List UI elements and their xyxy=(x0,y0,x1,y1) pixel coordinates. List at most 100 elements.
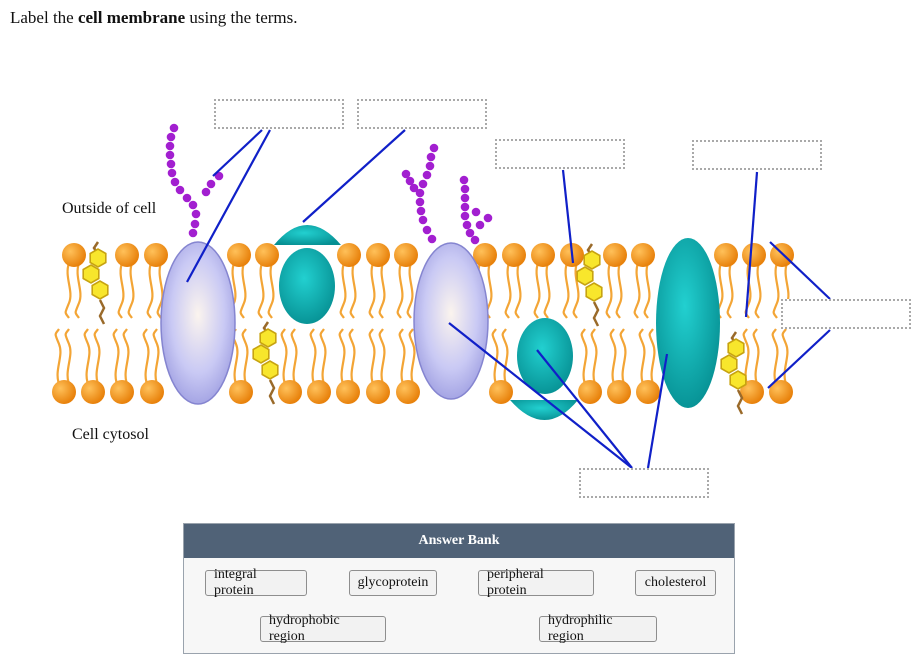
term-integral-protein[interactable]: integral protein xyxy=(205,567,307,598)
lipid-tails xyxy=(609,328,627,385)
cell-membrane-diagram xyxy=(52,123,831,469)
teal-protein-upper xyxy=(279,248,335,324)
phospholipid-head xyxy=(227,243,251,267)
lipid-tails xyxy=(742,328,760,385)
lipid-tails xyxy=(83,328,101,385)
phospholipid-head xyxy=(52,380,76,404)
phospholipid-head xyxy=(502,243,526,267)
phospholipid-head xyxy=(740,380,764,404)
phospholipid-head xyxy=(81,380,105,404)
lipid-tails xyxy=(54,328,72,385)
instruction-text: Label the cell membrane using the terms. xyxy=(10,8,298,27)
cholesterol-molecule xyxy=(720,331,747,415)
lipid-tails xyxy=(117,262,135,319)
lipid-tails xyxy=(562,262,580,319)
lipid-tails xyxy=(504,262,522,319)
membrane-features xyxy=(82,123,747,420)
answer-bank: Answer Bank integral protein glycoprotei… xyxy=(183,523,735,654)
lipid-tails xyxy=(280,328,298,385)
lipid-tails xyxy=(142,328,160,385)
lipid-tails xyxy=(146,262,164,319)
term-glycoprotein[interactable]: glycoprotein xyxy=(349,570,437,596)
teal-protein-lower xyxy=(517,318,573,394)
term-hydrophobic-region[interactable]: hydrophobic region xyxy=(260,613,386,644)
leader-line xyxy=(448,322,633,469)
lipid-tails xyxy=(716,262,734,319)
cholesterol-molecule xyxy=(252,321,279,405)
lipid-tails xyxy=(64,262,82,319)
lipid-tails xyxy=(398,328,416,385)
instruction-bold-term: cell membrane xyxy=(77,8,186,27)
phospholipid-head xyxy=(336,380,360,404)
phospholipid-head xyxy=(578,380,602,404)
lipid-tails xyxy=(368,328,386,385)
carbohydrate-chain xyxy=(459,175,493,245)
phospholipid-head xyxy=(307,380,331,404)
phospholipid-head xyxy=(337,243,361,267)
phospholipid-head xyxy=(489,380,513,404)
label-drop-target-4[interactable] xyxy=(692,140,822,170)
phospholipid-head xyxy=(636,380,660,404)
phospholipid-head xyxy=(394,243,418,267)
leader-line xyxy=(561,169,575,264)
phospholipid-head xyxy=(144,243,168,267)
lipid-tails xyxy=(633,262,651,319)
label-drop-target-2[interactable] xyxy=(357,99,487,129)
term-peripheral-protein[interactable]: peripheral protein xyxy=(478,567,594,598)
phospholipid-head xyxy=(110,380,134,404)
integral-protein-teal xyxy=(656,238,720,408)
phospholipid-head xyxy=(473,243,497,267)
phospholipid-head xyxy=(140,380,164,404)
lipid-tails xyxy=(533,262,551,319)
outside-of-cell-label: Outside of cell xyxy=(62,200,157,217)
peripheral-protein-top xyxy=(274,225,341,245)
lipid-tails xyxy=(309,328,327,385)
phospholipid-head xyxy=(115,243,139,267)
lipid-tails xyxy=(491,328,509,385)
phospholipid-head xyxy=(607,380,631,404)
leader-line xyxy=(767,329,831,389)
leader-line xyxy=(744,171,759,318)
lipid-tails xyxy=(338,328,356,385)
leader-line xyxy=(212,129,263,177)
leader-line xyxy=(646,353,669,469)
cell-cytosol-label: Cell cytosol xyxy=(72,426,149,443)
label-drop-target-1[interactable] xyxy=(214,99,344,129)
term-cholesterol[interactable]: cholesterol xyxy=(635,570,716,596)
phospholipid-head xyxy=(631,243,655,267)
phospholipid-head xyxy=(603,243,627,267)
lipid-tails xyxy=(112,328,130,385)
phospholipid-head xyxy=(255,243,279,267)
phospholipid-head xyxy=(531,243,555,267)
phospholipid-head xyxy=(396,380,420,404)
label-drop-target-6[interactable] xyxy=(579,468,709,498)
label-leader-lines xyxy=(186,129,831,469)
integral-protein-middle xyxy=(413,242,489,400)
phospholipid-head xyxy=(366,380,390,404)
leader-line xyxy=(769,241,831,300)
label-drop-target-3[interactable] xyxy=(495,139,625,169)
phospholipid-head xyxy=(229,380,253,404)
leader-line xyxy=(186,129,271,283)
lipid-tails xyxy=(396,262,414,319)
label-drop-target-5[interactable] xyxy=(781,299,911,329)
cholesterol-molecule xyxy=(576,243,603,327)
cholesterol-molecule xyxy=(82,241,109,325)
peripheral-protein-bottom xyxy=(510,400,578,420)
carbohydrate-chain xyxy=(401,143,439,244)
lipid-tails xyxy=(638,328,656,385)
lipid-tails xyxy=(339,262,357,319)
answer-bank-title: Answer Bank xyxy=(184,524,734,558)
carbohydrate-chain xyxy=(165,123,224,238)
leader-line xyxy=(302,129,406,223)
term-hydrophilic-region[interactable]: hydrophilic region xyxy=(539,613,657,644)
integral-protein-left xyxy=(160,241,236,405)
lipid-tails xyxy=(580,328,598,385)
lipid-tails xyxy=(368,262,386,319)
phospholipid-head xyxy=(278,380,302,404)
leader-line xyxy=(536,349,633,469)
phospholipid-head xyxy=(742,243,766,267)
phospholipid-head xyxy=(62,243,86,267)
lipid-tails xyxy=(605,262,623,319)
phospholipid-head xyxy=(714,243,738,267)
